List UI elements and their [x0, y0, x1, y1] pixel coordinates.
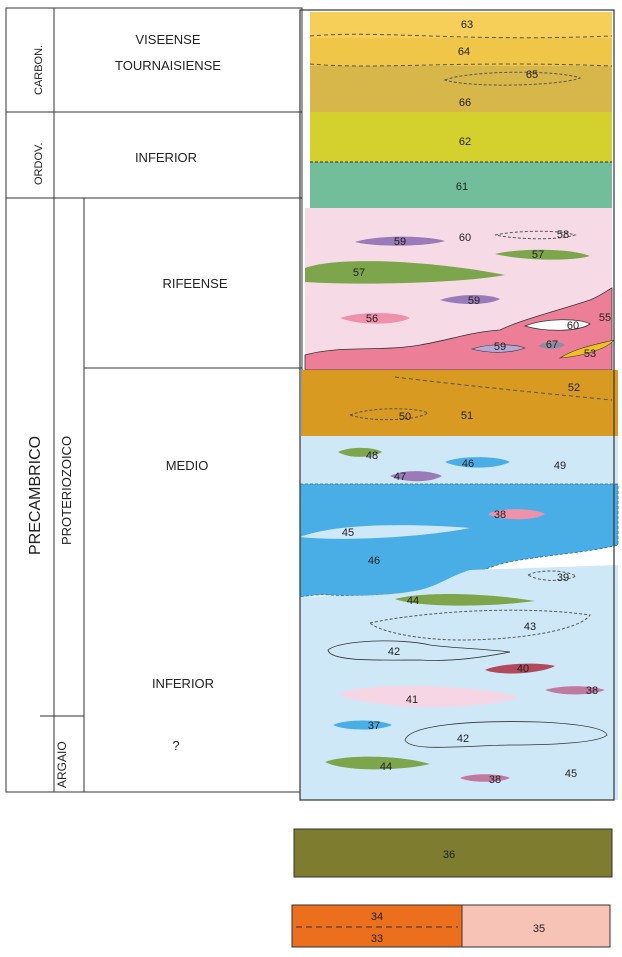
unit-45-medio: 45 — [342, 527, 354, 539]
unit-59-mid: 59 — [468, 295, 480, 307]
left-table-frame — [6, 8, 302, 792]
unit-55: 55 — [599, 312, 611, 324]
unit-57-right: 57 — [532, 249, 544, 261]
unit-42-lower: 42 — [457, 733, 469, 745]
legend-label-35: 35 — [533, 923, 545, 935]
stage-label-inferior-precambrico: INFERIOR — [152, 676, 214, 691]
subera-label-argaio: ARGAIO — [55, 741, 69, 788]
unit-52: 52 — [568, 382, 580, 394]
unit-63: 63 — [461, 19, 473, 31]
unit-40: 40 — [517, 663, 529, 675]
unit-38-bottom: 38 — [489, 774, 501, 786]
unit-65: 65 — [526, 69, 538, 81]
unit-48: 48 — [366, 450, 378, 462]
unit-50: 50 — [399, 411, 411, 423]
column-medio — [300, 436, 618, 800]
unit-51: 51 — [461, 410, 473, 422]
legend — [292, 829, 612, 947]
band-51 — [302, 370, 618, 436]
subera-label-proteriozoico: PROTERIOZOICO — [59, 436, 74, 545]
unit-45-inferior: 45 — [565, 768, 577, 780]
unit-59-lower: 59 — [494, 341, 506, 353]
unit-66: 66 — [459, 97, 471, 109]
unit-56: 56 — [366, 313, 378, 325]
stage-label-rifeense: RIFEENSE — [162, 276, 227, 291]
unit-46-small: 46 — [462, 458, 474, 470]
unit-46-large: 46 — [368, 555, 380, 567]
unit-64: 64 — [458, 46, 470, 58]
legend-label-34: 34 — [371, 911, 383, 923]
stage-label-question: ? — [172, 738, 179, 753]
stage-label-viseense: VISEENSE — [135, 32, 200, 47]
unit-53: 53 — [584, 348, 596, 360]
left-table — [6, 8, 302, 792]
unit-47: 47 — [394, 471, 406, 483]
unit-42-upper: 42 — [388, 646, 400, 658]
unit-57-left: 57 — [353, 267, 365, 279]
unit-44-medio: 44 — [407, 595, 419, 607]
era-label-carbon: CARBON. — [33, 45, 45, 95]
unit-58: 58 — [557, 229, 569, 241]
legend-label-36: 36 — [443, 849, 455, 861]
unit-39: 39 — [557, 572, 569, 584]
unit-38-medio: 38 — [494, 509, 506, 521]
unit-44-inferior: 44 — [380, 761, 392, 773]
unit-41: 41 — [406, 694, 418, 706]
column-medio-upper — [302, 370, 618, 436]
legend-label-33: 33 — [371, 933, 383, 945]
column-ordov — [310, 112, 612, 210]
era-label-ordov: ORDOV. — [33, 143, 45, 185]
unit-67: 67 — [546, 339, 558, 351]
stage-label-tournaisiense: TOURNAISIENSE — [115, 58, 221, 73]
unit-37: 37 — [368, 720, 380, 732]
unit-62: 62 — [459, 136, 471, 148]
unit-38-inferior: 38 — [586, 685, 598, 697]
unit-60-top: 60 — [459, 232, 471, 244]
stage-label-medio: MEDIO — [166, 458, 209, 473]
unit-43: 43 — [524, 621, 536, 633]
stage-label-inferior-ordov: INFERIOR — [135, 150, 197, 165]
unit-59-top: 59 — [394, 236, 406, 248]
unit-60-lower: 60 — [567, 320, 579, 332]
unit-49: 49 — [554, 460, 566, 472]
era-label-precambrico: PRECAMBRICO — [27, 436, 44, 555]
unit-61: 61 — [456, 181, 468, 193]
